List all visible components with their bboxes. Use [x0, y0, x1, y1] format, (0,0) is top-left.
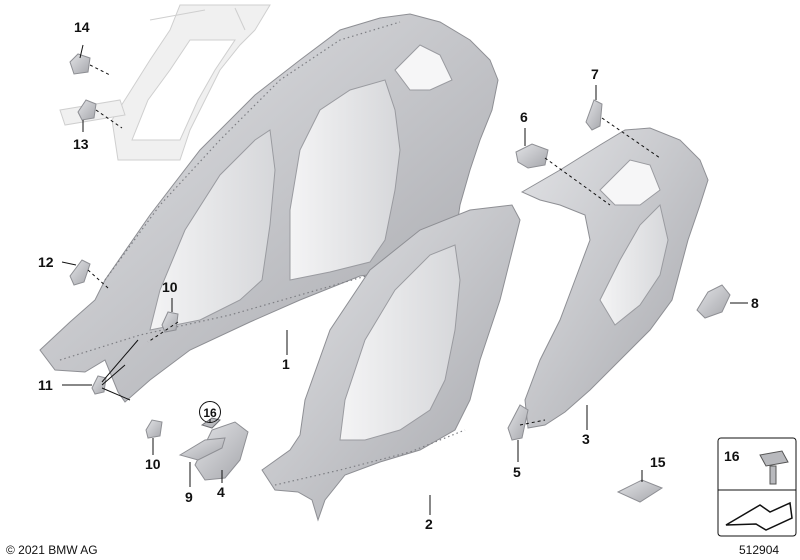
bracket-part-13[interactable]	[77, 99, 97, 121]
copyright-text: © 2021 BMW AG	[6, 543, 98, 557]
callout-2[interactable]: 2	[425, 516, 433, 532]
arrow-icon	[725, 501, 793, 531]
callout-7[interactable]: 7	[591, 66, 599, 82]
bracket-part-9[interactable]	[178, 437, 226, 461]
diagram-id: 512904	[739, 543, 780, 557]
bracket-part-4[interactable]	[194, 421, 249, 481]
callout-4[interactable]: 4	[217, 484, 225, 500]
callout-13[interactable]: 13	[73, 136, 89, 152]
leader-lines	[61, 44, 748, 515]
callout-10-upper[interactable]: 10	[162, 279, 178, 295]
bracket-part-12[interactable]	[69, 259, 91, 286]
callout-16[interactable]: 16	[199, 401, 221, 423]
callout-3[interactable]: 3	[582, 431, 590, 447]
bracket-part-8[interactable]	[696, 284, 731, 319]
rear-quarter-panel-part-3[interactable]	[520, 127, 709, 429]
callout-6[interactable]: 6	[520, 109, 528, 125]
bracket-part-11[interactable]	[91, 375, 107, 395]
clip-nut-icon	[759, 450, 789, 485]
bracket-part-10-lower[interactable]	[145, 419, 163, 439]
callout-8[interactable]: 8	[751, 295, 759, 311]
callout-10-lower[interactable]: 10	[145, 456, 161, 472]
callout-12[interactable]: 12	[38, 254, 54, 270]
fitting-dashes	[87, 64, 661, 426]
legend-part-number: 16	[724, 448, 740, 464]
bracket-part-10-upper[interactable]	[161, 311, 179, 333]
bracket-part-14[interactable]	[69, 53, 91, 75]
legend-frame	[717, 437, 797, 537]
callout-9[interactable]: 9	[185, 489, 193, 505]
side-frame-inner-part-2[interactable]	[261, 204, 521, 522]
bracket-part-6[interactable]	[515, 143, 549, 169]
sound-pad-part-15[interactable]	[616, 479, 664, 503]
callout-15[interactable]: 15	[650, 454, 666, 470]
bracket-part-5[interactable]	[507, 404, 529, 441]
side-frame-outer-part-1[interactable]	[39, 13, 499, 403]
callout-14[interactable]: 14	[74, 19, 90, 35]
callout-11[interactable]: 11	[38, 377, 53, 393]
bracket-part-7[interactable]	[585, 99, 603, 131]
callout-1[interactable]: 1	[282, 356, 290, 372]
callout-5[interactable]: 5	[513, 464, 521, 480]
